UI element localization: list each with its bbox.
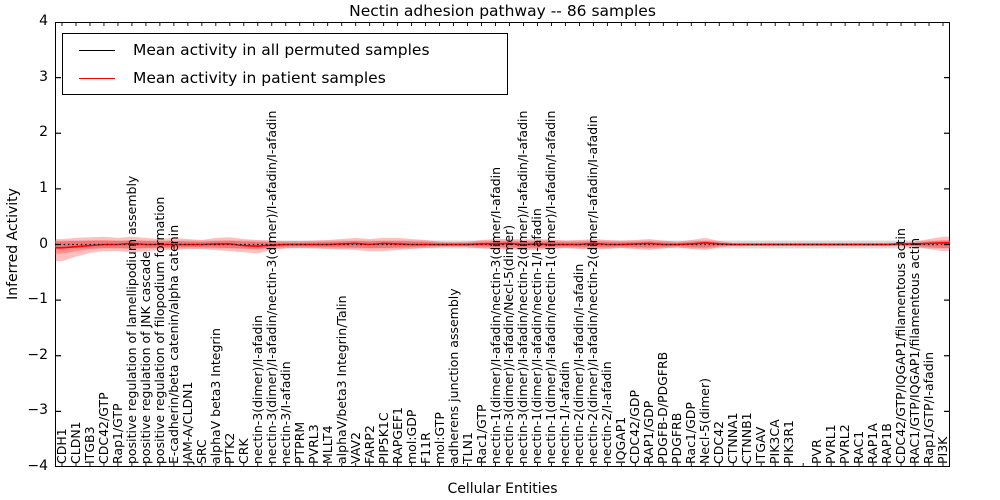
- chart-title: Nectin adhesion pathway -- 86 samples: [349, 2, 656, 20]
- x-tick-label: CRK: [235, 438, 251, 464]
- legend-entry-patient: Mean activity in patient samples: [63, 65, 507, 91]
- x-tick-label: PVRL2: [837, 424, 853, 464]
- y-tick-label: 3: [39, 68, 48, 85]
- x-tick-label: E-cadherin/beta catenin/alpha catenin: [165, 224, 181, 464]
- x-tick-label: Rap1/GTP/I-afadin: [921, 351, 937, 464]
- x-tick-label: positive regulation of filopodium format…: [151, 196, 167, 464]
- x-tick-label: positive regulation of JNK cascade: [137, 251, 153, 464]
- legend: Mean activity in all permuted samples Me…: [62, 33, 508, 95]
- x-tick-label: nectin-3/I-afadin: [277, 361, 293, 464]
- x-tick-label: PVRL3: [305, 424, 321, 464]
- x-tick-label: JAM-A/CLDN1: [179, 381, 195, 464]
- y-tick-label: 4: [39, 13, 48, 29]
- legend-line-permuted: [79, 49, 115, 51]
- x-tick-label: nectin-3(dimer)/I-afadin: [249, 315, 265, 464]
- legend-label-patient: Mean activity in patient samples: [133, 69, 386, 87]
- legend-line-patient: [79, 77, 115, 79]
- x-tick-label: Rac1/GTP: [473, 404, 489, 464]
- y-tick-label: −1: [27, 291, 48, 308]
- x-tick-label: PTPRM: [291, 421, 307, 464]
- x-tick-label: nectin-3(dimer)/I-afadin/nectin-3(dimer)…: [263, 110, 279, 464]
- x-tick-label: RAP1B: [879, 423, 895, 464]
- x-tick-label: FARP2: [361, 425, 377, 464]
- x-tick-label: Rap1/GTP: [109, 403, 125, 464]
- x-tick-label: ITGB3: [81, 426, 97, 464]
- x-tick-label: PI3K: [935, 436, 950, 464]
- x-tick-label: PIP5K1C: [375, 412, 391, 464]
- patient-band-outer: [55, 236, 950, 262]
- x-tick-label: MLLT4: [319, 425, 335, 464]
- y-tick-label: 1: [39, 179, 48, 196]
- x-tick-label: alphaV/beta3 Integrin/Talin: [333, 295, 349, 465]
- x-tick-label: CDC42/GTP/IQGAP1/filamentous actin: [893, 228, 909, 464]
- x-tick-label: RAP1A: [865, 423, 881, 464]
- x-tick-label: CLDN1: [67, 421, 83, 464]
- x-tick-label: CDC42/GTP: [95, 392, 111, 464]
- x-tick-label: positive regulation of lamellipodium ass…: [123, 175, 139, 464]
- x-tick-label: mol:GDP: [403, 409, 419, 464]
- x-tick-label: VAV2: [347, 431, 363, 464]
- plot-canvas: [55, 22, 950, 467]
- x-tick-label: PIK3R1: [781, 419, 797, 464]
- patient-mean-line: [55, 242, 950, 249]
- y-tick-label: 2: [39, 124, 48, 141]
- x-tick-label: RAPGEF1: [389, 407, 405, 464]
- y-tick-label: −3: [27, 402, 48, 419]
- x-tick-label: F11R: [417, 432, 433, 464]
- x-tick-label: RAC1/GTP/IQGAP1/filamentous actin: [907, 237, 923, 464]
- x-tick-label: PTK2: [221, 432, 237, 464]
- y-tick-label: 0: [39, 235, 48, 252]
- y-tick-label: −4: [27, 458, 48, 474]
- x-tick-label: SRC: [193, 439, 209, 464]
- x-tick-label: mol:GTP: [431, 412, 447, 464]
- x-tick-label: CDH1: [53, 428, 69, 464]
- legend-label-permuted: Mean activity in all permuted samples: [133, 41, 430, 59]
- x-tick-label: RAC1: [851, 430, 867, 464]
- legend-entry-permuted: Mean activity in all permuted samples: [63, 37, 507, 63]
- x-tick-label: adherens junction assembly: [445, 288, 461, 464]
- x-axis-label: Cellular Entities: [447, 481, 558, 497]
- x-tick-label: alphaV beta3 Integrin: [207, 328, 223, 464]
- x-tick-label: TLN1: [459, 432, 475, 464]
- y-tick-label: −2: [27, 346, 48, 363]
